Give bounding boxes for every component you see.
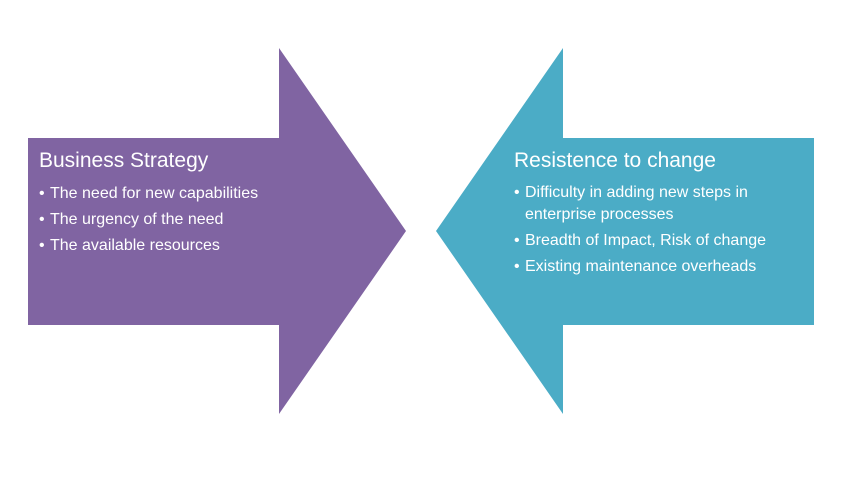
list-item: Difficulty in adding new steps in enterp… — [514, 182, 810, 226]
list-item: Breadth of Impact, Risk of change — [514, 230, 814, 252]
resistance-title: Resistence to change — [514, 149, 716, 172]
resistance-list: Difficulty in adding new steps in enterp… — [514, 182, 814, 278]
business-strategy-panel: Business Strategy The need for new capab… — [39, 146, 339, 260]
list-item: The need for new capabilities — [39, 182, 339, 206]
business-strategy-title: Business Strategy — [39, 149, 209, 172]
business-strategy-list: The need for new capabilities The urgenc… — [39, 182, 339, 258]
list-item: The available resources — [39, 234, 339, 258]
list-item: Existing maintenance overheads — [514, 256, 814, 278]
list-item: The urgency of the need — [39, 208, 339, 232]
resistance-panel: Resistence to change Difficulty in addin… — [514, 146, 814, 282]
